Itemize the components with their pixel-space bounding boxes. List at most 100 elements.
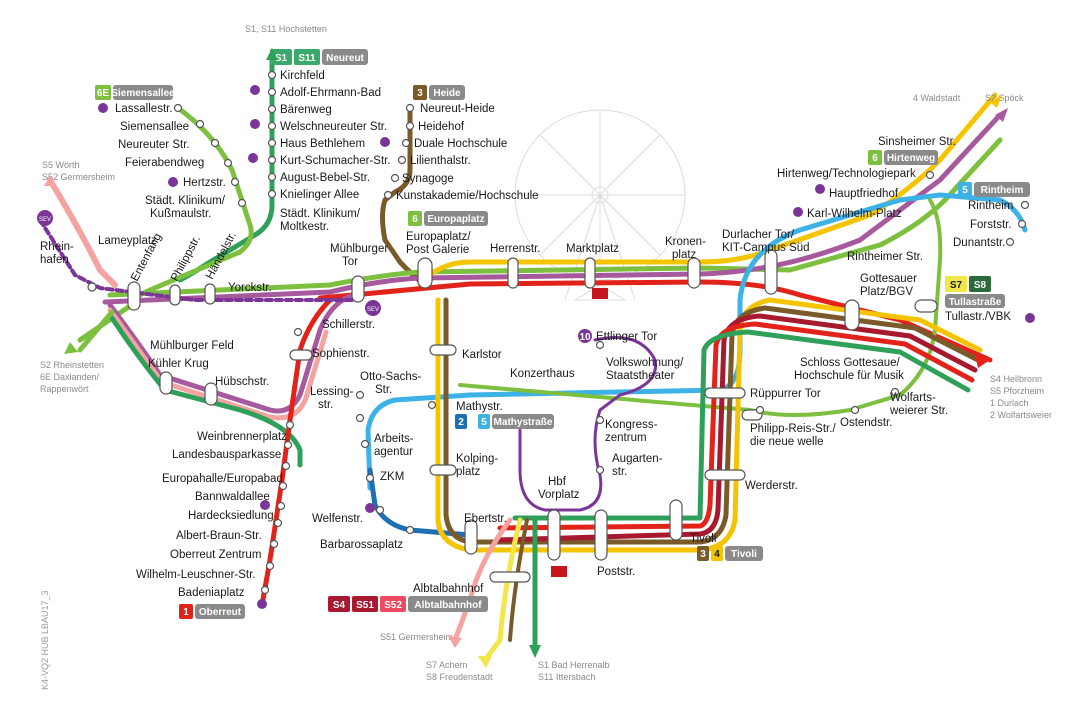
terminal-achern-1: S7 Achern — [426, 660, 468, 670]
station-muehlburgerfeld: Mühlburger Feld — [150, 340, 234, 352]
marker-entenfang — [128, 282, 140, 310]
svg-text:Albtalbahnhof: Albtalbahnhof — [414, 600, 482, 611]
terminal-spoeck: S2 Spöck — [985, 93, 1024, 103]
svg-text:2: 2 — [458, 417, 464, 428]
station-werder: Werderstr. — [745, 480, 798, 492]
station-lessing-1: Lessing- — [310, 386, 354, 398]
svg-text:Hirtenweg: Hirtenweg — [887, 153, 935, 164]
station-karlstor: Karlstor — [462, 349, 502, 361]
station-volkswohnung-2: Staatstheater — [606, 370, 675, 382]
station-schlossgottesaue-1: Schloss Gottesaue/ — [800, 357, 901, 369]
station-durlachertor-2: KIT-Campus Süd — [722, 242, 810, 254]
badge-s1-neureut: S1 S11 Neureut — [270, 49, 368, 65]
terminal-waldstadt: 4 Waldstadt — [913, 93, 961, 103]
terminal-heilbronn-4: 2 Wolfartsweier — [990, 410, 1052, 420]
station-barbarossa: Barbarossaplatz — [320, 539, 403, 551]
svg-text:6: 6 — [412, 214, 418, 225]
station-neureutheide: Neureut-Heide — [420, 103, 495, 115]
station-herrenstr: Herrenstr. — [490, 243, 541, 255]
station-sophien: Sophienstr. — [312, 348, 370, 360]
terminal-rheinstetten-1: S2 Rheinstetten — [40, 360, 104, 370]
terminal-achern-2: S8 Freudenstadt — [426, 672, 493, 682]
station-kunstakademie: Kunstakademie/Hochschule — [396, 190, 539, 202]
badge-s4-s51-s52-albtalbahnhof: S4 S51 S52 Albtalbahnhof — [328, 596, 488, 612]
station-arbeits-2: agentur — [374, 446, 413, 458]
db-train-icon — [551, 566, 567, 577]
svg-text:Heide: Heide — [433, 88, 461, 99]
marker-albtalbf — [490, 572, 530, 582]
svg-text:S51: S51 — [356, 600, 374, 611]
station-poststr: Poststr. — [597, 566, 635, 578]
marker-kolping — [430, 465, 456, 475]
station-huebsch: Hübschstr. — [215, 376, 269, 388]
marker-kronenplatz — [688, 258, 700, 288]
station-rheinhafen-1: Rhein- — [40, 241, 74, 253]
station-albertbraun: Albert-Braun-Str. — [176, 530, 262, 542]
station-marktplatz: Marktplatz — [566, 243, 619, 255]
station-tivoli: Tivoli — [690, 533, 716, 545]
svg-text:Tullastraße: Tullastraße — [949, 297, 1002, 308]
station-bethlehem: Haus Bethlehem — [280, 138, 365, 150]
marker-hbf — [548, 510, 560, 560]
line-south-west-2 — [80, 312, 112, 350]
arrow-rheinstetten — [64, 342, 78, 354]
station-dunant: Dunantstr. — [953, 237, 1005, 249]
svg-text:S11: S11 — [298, 53, 316, 64]
terminal-woerth-1: S5 Wörth — [42, 160, 80, 170]
station-rheinhafen-2: hafen — [40, 254, 69, 266]
svg-text:5: 5 — [481, 417, 487, 428]
svg-text:3: 3 — [700, 549, 706, 560]
station-lassalle: Lassallestr. — [115, 103, 173, 115]
svg-text:S4: S4 — [333, 600, 346, 611]
terminal-heilbronn-1: S4 Heilbronn — [990, 374, 1042, 384]
station-oberreutz: Oberreut Zentrum — [170, 549, 261, 561]
badge-2-5-mathystrasse: 2 5 Mathystraße — [455, 414, 554, 429]
badge-6-europaplatz: 6 Europaplatz — [408, 211, 488, 226]
svg-text:3: 3 — [417, 88, 423, 99]
station-welsch: Welschneureuter Str. — [280, 121, 387, 133]
svg-text:10: 10 — [579, 332, 591, 343]
station-augarten-2: str. — [612, 466, 627, 478]
station-forst: Forststr. — [970, 219, 1012, 231]
station-philippreis-1: Philipp-Reis-Str./ — [750, 423, 836, 435]
station-gottesauer-2: Platz/BGV — [860, 286, 913, 298]
marker-tullastr — [915, 300, 937, 312]
marker-kuehlerkrug — [160, 372, 172, 394]
bus-icon — [257, 599, 267, 609]
station-albtalbf: Albtalbahnhof — [413, 583, 484, 595]
station-heidehof: Heidehof — [418, 121, 465, 133]
badge-10: 10 — [578, 329, 592, 343]
arrow-germersheim — [448, 636, 462, 648]
station-kussmaul-2: Kußmaulstr. — [150, 208, 211, 220]
svg-text:S7: S7 — [950, 280, 963, 291]
station-konzerthaus: Konzerthaus — [510, 368, 575, 380]
station-klinikum-1: Städt. Klinikum/ — [280, 208, 361, 220]
station-baerenweg: Bärenweg — [280, 104, 332, 116]
bus-icon — [1025, 313, 1035, 323]
station-yorck: Yorckstr. — [228, 282, 272, 294]
bus-icon — [793, 207, 803, 217]
marker-muehlburgertor — [352, 276, 364, 302]
station-muehlburgertor-1: Mühlburger — [330, 243, 388, 255]
station-hertz: Hertzstr. — [183, 177, 226, 189]
svg-text:6: 6 — [872, 153, 878, 164]
station-wolfarts-2: weierer Str. — [889, 405, 948, 417]
station-schlossgottesaue-2: Hochschule für Musik — [794, 370, 904, 382]
marker-philipp — [170, 285, 180, 305]
marker-werder — [705, 470, 745, 480]
station-augarten-1: Augarten- — [612, 453, 663, 465]
station-kongress-2: zentrum — [605, 432, 647, 444]
station-zkm: ZKM — [380, 471, 404, 483]
marker-europaplatz — [418, 258, 432, 288]
bus-icon — [168, 177, 178, 187]
terminal-hochstetten: S1, S11 Hochstetten — [245, 24, 327, 34]
db-train-icon — [592, 288, 608, 299]
station-hardeck: Hardecksiedlung — [188, 510, 274, 522]
station-knielinger: Knielinger Allee — [280, 189, 359, 201]
station-badenia: Badeniaplatz — [178, 587, 245, 599]
station-welfen: Welfenstr. — [312, 513, 363, 525]
station-europahalle: Europahalle/Europabad — [162, 473, 283, 485]
sev-badge-rheinhafen: SEV — [37, 210, 53, 226]
station-hbf-1: Hbf — [548, 476, 567, 488]
